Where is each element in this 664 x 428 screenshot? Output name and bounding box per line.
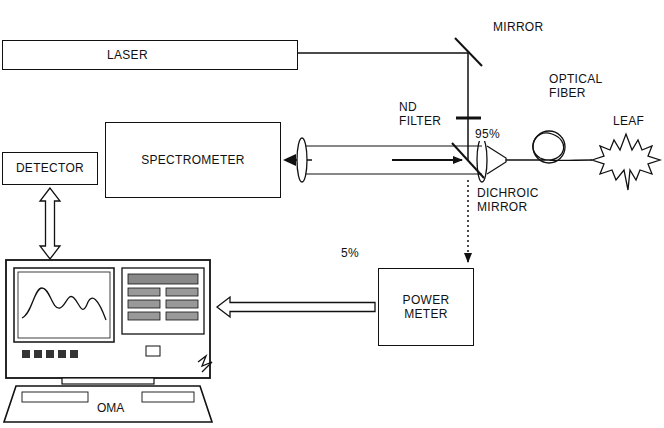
nd-filter xyxy=(456,117,481,120)
drawn-path xyxy=(22,288,106,320)
spectrometer-box: SPECTROMETER xyxy=(105,122,281,198)
fiber-coil xyxy=(533,131,565,163)
drawn-rect xyxy=(122,268,204,334)
optical-fiber xyxy=(506,133,592,161)
drawn-rect xyxy=(18,272,110,338)
laser-box: LASER xyxy=(2,40,298,70)
drawn-rect xyxy=(128,274,198,284)
beam-line xyxy=(300,173,482,174)
node-text: OMA xyxy=(94,401,127,415)
part-name: ND FILTER xyxy=(398,100,450,129)
part-name: OPTICAL FIBER xyxy=(548,72,620,101)
drawn-rect xyxy=(70,350,78,358)
percentage-label: 95% xyxy=(474,127,501,141)
drawn-rect xyxy=(34,350,42,358)
drawn-rect xyxy=(22,350,30,358)
laser-beam xyxy=(298,53,468,160)
part-name: LEAF xyxy=(612,114,645,128)
turning-mirror xyxy=(455,38,482,66)
lens xyxy=(297,138,307,182)
sample-beam xyxy=(467,180,469,262)
drawn-rect xyxy=(14,268,114,342)
dichroic-mirror xyxy=(452,143,484,178)
fiber-coupler xyxy=(487,146,506,174)
part-name: DICHROIC MIRROR xyxy=(476,186,568,215)
drawn-rect xyxy=(62,378,154,384)
drawn-rect xyxy=(166,300,198,308)
drawn-rect xyxy=(142,392,194,402)
node-text: SPECTROMETER xyxy=(141,153,245,167)
power-meter-box: POWER METER xyxy=(378,268,474,346)
percentage-label: 5% xyxy=(340,246,360,260)
drawn-rect xyxy=(128,300,160,308)
beam-arrow xyxy=(392,159,462,161)
drawn-rect xyxy=(146,346,160,356)
signal-arrow xyxy=(40,188,60,259)
signal-arrow xyxy=(217,297,375,317)
drawn-rect xyxy=(22,392,88,402)
drawn-rect xyxy=(6,260,210,378)
node-text: LASER xyxy=(107,48,148,62)
leaf-outline xyxy=(592,134,660,190)
drawn-rect xyxy=(128,312,160,320)
computer-terminal: OMA xyxy=(2,258,214,426)
drawn-rect xyxy=(46,350,54,358)
drawn-rect xyxy=(128,288,160,296)
node-text: DETECTOR xyxy=(16,161,84,175)
drawn-rect xyxy=(166,288,198,296)
part-name: MIRROR xyxy=(492,20,544,34)
detector-box: DETECTOR xyxy=(2,152,98,185)
drawn-path xyxy=(4,386,212,422)
beam-arrowhead xyxy=(283,154,296,166)
drawn-rect xyxy=(58,350,66,358)
node-text: POWER METER xyxy=(391,293,461,322)
drawn-path xyxy=(198,356,212,372)
drawn-rect xyxy=(166,312,198,320)
